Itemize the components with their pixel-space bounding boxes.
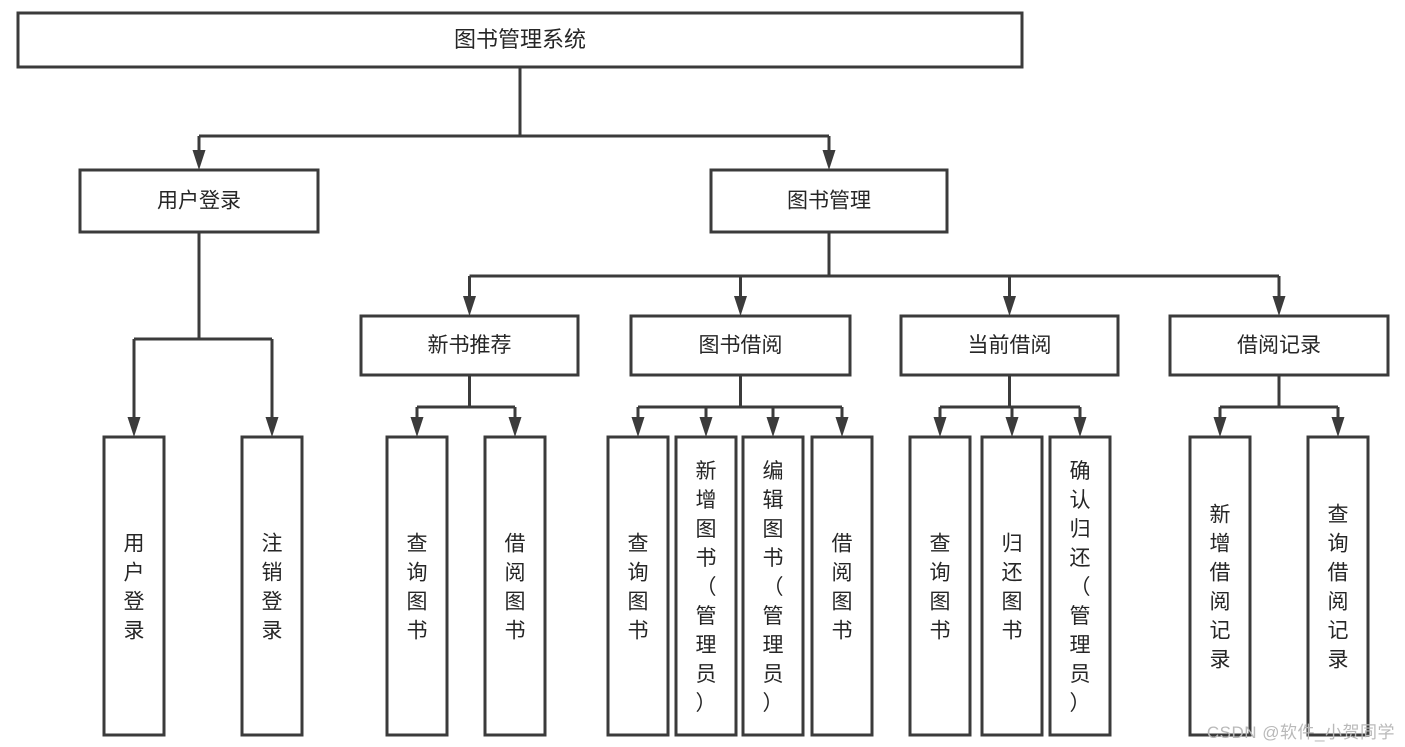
arrow-head-icon [1005, 417, 1019, 437]
edges-from-current-borrow [933, 375, 1087, 437]
node-label-leaf-borrow-book-1: 借阅图书 [505, 533, 526, 643]
node-leaf-confirm-return[interactable]: 确认归还（管理员） [1048, 435, 1112, 737]
edges-from-new-book-rec [410, 375, 522, 437]
arrow-head-icon [835, 417, 849, 437]
node-box-leaf-user-login[interactable] [102, 435, 166, 737]
node-box-leaf-query-record[interactable] [1306, 435, 1370, 737]
node-box-borrow-record[interactable] [1168, 314, 1390, 377]
node-leaf-query-book-1[interactable]: 查询图书 [385, 435, 449, 737]
node-leaf-return-book[interactable]: 归还图书 [980, 435, 1044, 737]
node-box-leaf-borrow-book-1[interactable] [483, 435, 547, 737]
node-current-borrow[interactable]: 当前借阅 [899, 314, 1120, 377]
node-box-leaf-query-book-2[interactable] [606, 435, 670, 737]
arrow-head-icon [1213, 417, 1227, 437]
node-leaf-add-record[interactable]: 新增借阅记录 [1188, 435, 1252, 737]
node-label-new-book-rec: 新书推荐 [428, 334, 512, 357]
node-box-leaf-query-book-1[interactable] [385, 435, 449, 737]
node-label-leaf-query-record: 查询借阅记录 [1328, 504, 1349, 672]
node-label-leaf-query-book-3: 查询图书 [930, 533, 951, 643]
node-leaf-user-logout[interactable]: 注销登录 [240, 435, 304, 737]
node-root[interactable]: 图书管理系统 [16, 11, 1024, 69]
node-box-leaf-return-book[interactable] [980, 435, 1044, 737]
node-label-leaf-return-book: 归还图书 [1002, 533, 1023, 643]
edges-from-borrow-record [1213, 375, 1345, 437]
arrow-head-icon [631, 417, 645, 437]
node-box-leaf-confirm-return[interactable] [1048, 435, 1112, 737]
node-label-book-borrow: 图书借阅 [699, 334, 783, 357]
node-box-leaf-query-book-3[interactable] [908, 435, 972, 737]
node-leaf-query-book-2[interactable]: 查询图书 [606, 435, 670, 737]
node-layer: 图书管理系统用户登录图书管理新书推荐图书借阅当前借阅借阅记录用户登录注销登录查询… [16, 11, 1390, 737]
node-box-new-book-rec[interactable] [359, 314, 580, 377]
node-leaf-add-book[interactable]: 新增图书（管理员） [674, 435, 738, 737]
node-box-leaf-add-book[interactable] [674, 435, 738, 737]
node-label-leaf-edit-book: 编辑图书（管理员） [763, 460, 784, 715]
node-label-current-borrow: 当前借阅 [968, 334, 1052, 357]
node-label-leaf-add-record: 新增借阅记录 [1210, 504, 1231, 672]
arrow-head-icon [463, 296, 476, 316]
node-user-login[interactable]: 用户登录 [78, 168, 320, 234]
node-leaf-borrow-book-1[interactable]: 借阅图书 [483, 435, 547, 737]
arrow-head-icon [699, 417, 713, 437]
arrow-head-icon [265, 417, 279, 437]
arrow-head-icon [933, 417, 947, 437]
node-leaf-edit-book[interactable]: 编辑图书（管理员） [741, 435, 805, 737]
node-borrow-record[interactable]: 借阅记录 [1168, 314, 1390, 377]
node-label-leaf-borrow-book-2: 借阅图书 [832, 533, 853, 643]
node-leaf-borrow-book-2[interactable]: 借阅图书 [810, 435, 874, 737]
node-book-borrow[interactable]: 图书借阅 [629, 314, 852, 377]
arrow-head-icon [822, 150, 836, 170]
node-box-leaf-user-logout[interactable] [240, 435, 304, 737]
edges-from-book-borrow [631, 375, 849, 437]
connector-layer [127, 67, 1345, 437]
arrow-head-icon [508, 417, 522, 437]
node-label-borrow-record: 借阅记录 [1237, 334, 1321, 357]
arrow-head-icon [192, 150, 206, 170]
arrow-head-icon [734, 296, 747, 316]
node-box-leaf-borrow-book-2[interactable] [810, 435, 874, 737]
node-label-leaf-confirm-return: 确认归还（管理员） [1070, 460, 1091, 715]
node-label-user-login: 用户登录 [157, 190, 241, 213]
node-box-user-login[interactable] [78, 168, 320, 234]
node-label-book-manage: 图书管理 [787, 190, 871, 213]
arrow-head-icon [410, 417, 424, 437]
node-label-leaf-user-logout: 注销登录 [262, 533, 283, 643]
edges-from-root [192, 67, 836, 170]
node-box-current-borrow[interactable] [899, 314, 1120, 377]
node-label-leaf-query-book-2: 查询图书 [628, 533, 649, 643]
edges-from-user-login [127, 232, 279, 437]
node-box-leaf-edit-book[interactable] [741, 435, 805, 737]
arrow-head-icon [766, 417, 780, 437]
node-book-manage[interactable]: 图书管理 [709, 168, 949, 234]
node-leaf-query-book-3[interactable]: 查询图书 [908, 435, 972, 737]
node-box-book-borrow[interactable] [629, 314, 852, 377]
arrow-head-icon [1272, 296, 1286, 316]
node-leaf-query-record[interactable]: 查询借阅记录 [1306, 435, 1370, 737]
arrow-head-icon [1073, 417, 1087, 437]
node-new-book-rec[interactable]: 新书推荐 [359, 314, 580, 377]
node-label-leaf-query-book-1: 查询图书 [407, 533, 428, 643]
node-label-leaf-add-book: 新增图书（管理员） [696, 460, 717, 715]
node-label-root: 图书管理系统 [454, 27, 586, 52]
watermark-text: CSDN @软件_小贺同学 [1206, 723, 1395, 742]
arrow-head-icon [1003, 296, 1016, 316]
node-box-leaf-add-record[interactable] [1188, 435, 1252, 737]
node-box-book-manage[interactable] [709, 168, 949, 234]
arrow-head-icon [1331, 417, 1345, 437]
node-leaf-user-login[interactable]: 用户登录 [102, 435, 166, 737]
edges-from-book-manage [463, 232, 1286, 316]
node-box-root[interactable] [16, 11, 1024, 69]
arrow-head-icon [127, 417, 141, 437]
node-label-leaf-user-login: 用户登录 [124, 533, 145, 643]
